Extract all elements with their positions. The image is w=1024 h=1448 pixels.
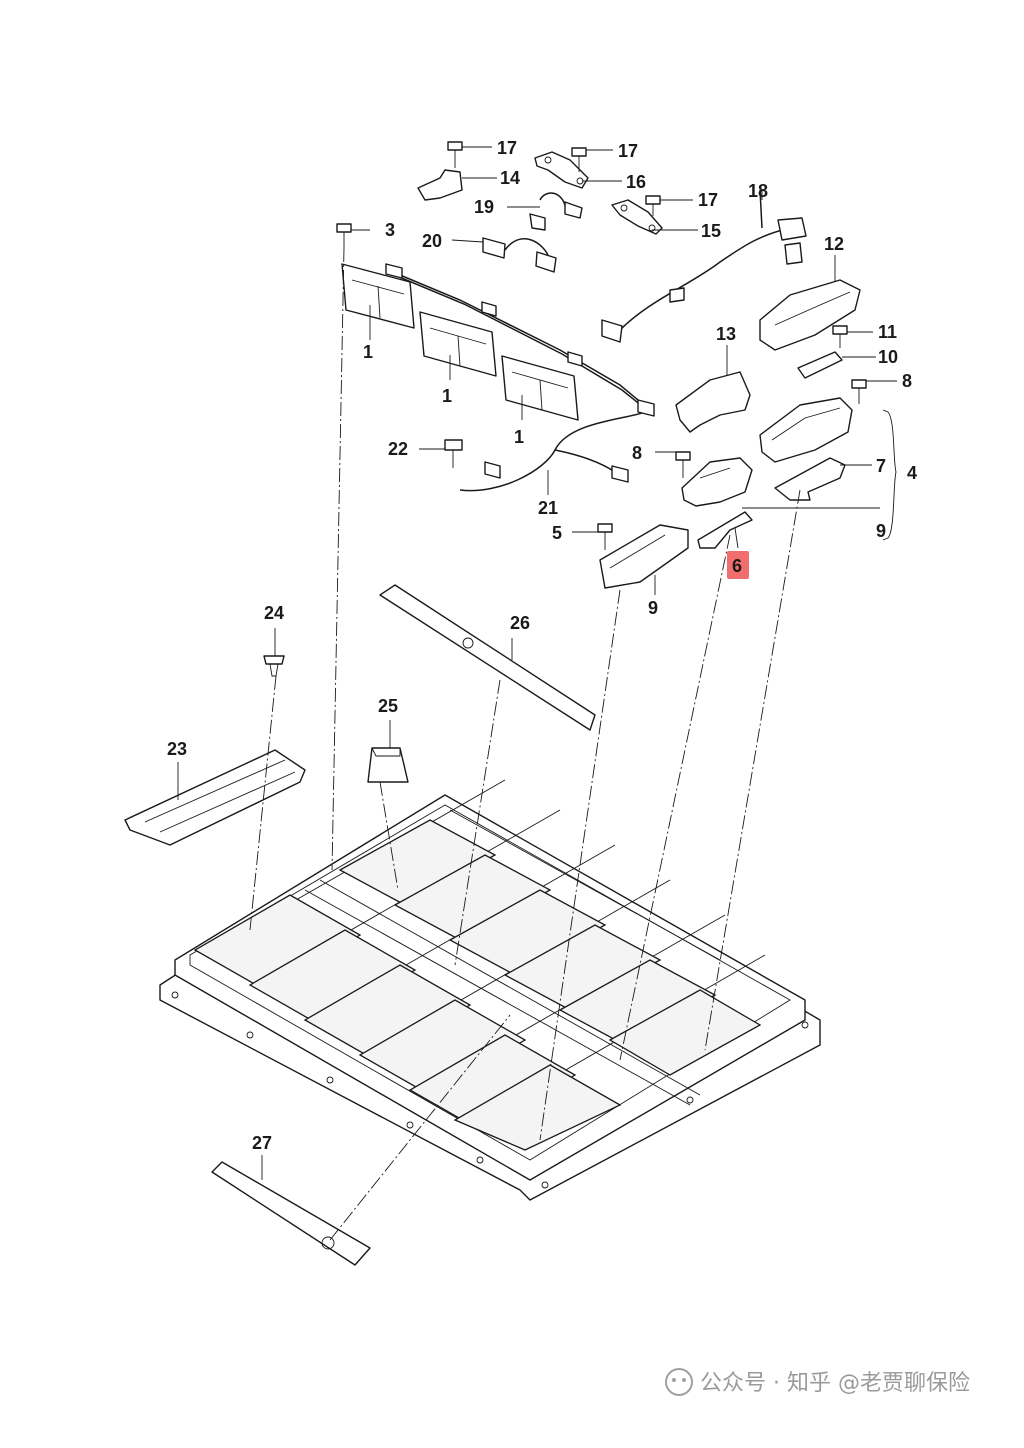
cover-26	[379, 584, 596, 731]
callout-9a: 9	[876, 521, 886, 541]
callout-26: 26	[510, 613, 530, 633]
callout-17c: 17	[698, 190, 718, 210]
battery-tray	[159, 779, 821, 1201]
bracket-10	[797, 351, 843, 379]
callout-12: 12	[824, 234, 844, 254]
bracket-14	[417, 169, 463, 201]
callout-19: 19	[474, 197, 494, 217]
callout-17a: 17	[497, 138, 517, 158]
callout-18: 18	[748, 181, 768, 201]
cover-23	[124, 749, 306, 846]
callout-6-highlighted: 6	[732, 556, 742, 576]
harness-19	[529, 192, 583, 231]
callout-14: 14	[500, 168, 520, 188]
harness-20	[482, 237, 557, 273]
callout-10: 10	[878, 347, 898, 367]
callout-25: 25	[378, 696, 398, 716]
callout-9b: 9	[648, 598, 658, 618]
callout-13: 13	[716, 324, 736, 344]
seal-7-and-6	[697, 457, 846, 549]
bracket-16	[534, 151, 589, 189]
callout-16: 16	[626, 172, 646, 192]
leader-lines	[177, 146, 897, 1180]
assembly-lines	[249, 247, 801, 1241]
callout-3: 3	[385, 220, 395, 240]
harness-21	[385, 263, 655, 492]
watermark-text: 公众号 · 知乎 @老贾聊保险	[700, 1371, 970, 1396]
callout-27: 27	[252, 1133, 272, 1153]
cover-12	[759, 279, 861, 351]
clip-24	[263, 655, 285, 677]
callout-8a: 8	[902, 371, 912, 391]
callout-5: 5	[552, 523, 562, 543]
callout-23: 23	[167, 739, 187, 759]
callout-4: 4	[907, 463, 917, 483]
callout-21: 21	[538, 498, 558, 518]
highlight-box-6	[727, 551, 749, 579]
callout-22: 22	[388, 439, 408, 459]
harness-18	[601, 189, 807, 343]
callout-24: 24	[264, 603, 284, 623]
callout-11: 11	[878, 322, 897, 342]
callout-1c: 1	[514, 427, 524, 447]
screws-17	[336, 141, 661, 248]
callout-8b: 8	[632, 443, 642, 463]
watermark: 公众号 · 知乎 @老贾聊保险	[665, 1368, 970, 1396]
pad-25	[367, 747, 409, 783]
fuse-box-4	[681, 397, 853, 507]
cover-13	[675, 371, 751, 433]
callout-1a: 1	[363, 342, 373, 362]
wechat-icon	[665, 1368, 693, 1396]
screws-misc	[597, 325, 867, 550]
callout-1b: 1	[442, 386, 452, 406]
callout-15: 15	[701, 221, 721, 241]
callout-17b: 17	[618, 141, 638, 161]
bracket-15	[611, 199, 663, 235]
screw-22	[444, 439, 463, 468]
callout-7: 7	[876, 456, 886, 476]
cover-27	[211, 1161, 371, 1266]
callout-20: 20	[422, 231, 442, 251]
modules-1	[341, 263, 579, 421]
fuse-holder-9	[599, 524, 689, 589]
callout-labels: 17 14 17 16 19 17 15 18 3 20 12 1 13 11 …	[167, 138, 917, 1153]
